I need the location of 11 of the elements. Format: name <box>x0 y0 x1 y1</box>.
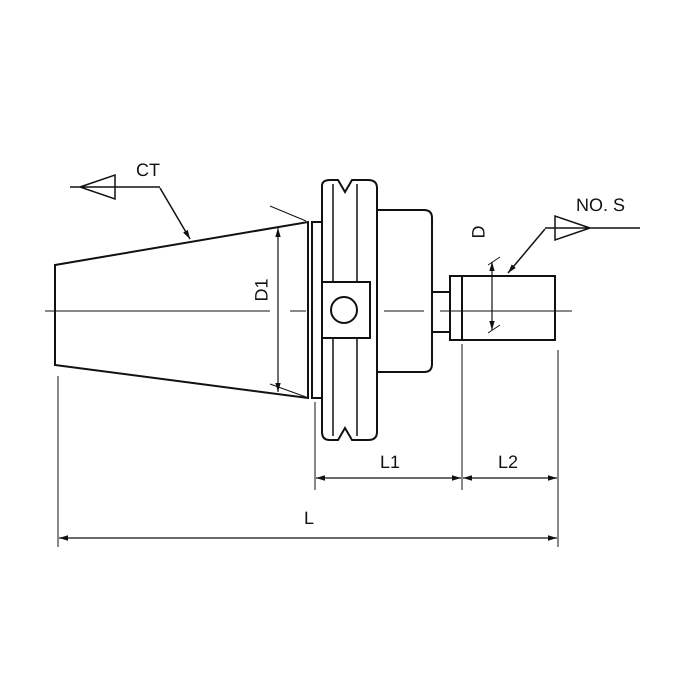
callout-text: NO. S <box>576 195 626 215</box>
dimension-label: L2 <box>498 452 518 472</box>
callout-text: CT <box>136 160 160 180</box>
leader-line <box>507 228 546 274</box>
dimension-label: D1 <box>252 278 272 302</box>
shank <box>449 275 556 341</box>
dimension-label: L1 <box>380 452 400 472</box>
dimension-label: L <box>304 508 314 528</box>
dimension-label: D <box>468 226 488 238</box>
leader-line <box>159 188 191 240</box>
taper-cone <box>54 220 309 400</box>
